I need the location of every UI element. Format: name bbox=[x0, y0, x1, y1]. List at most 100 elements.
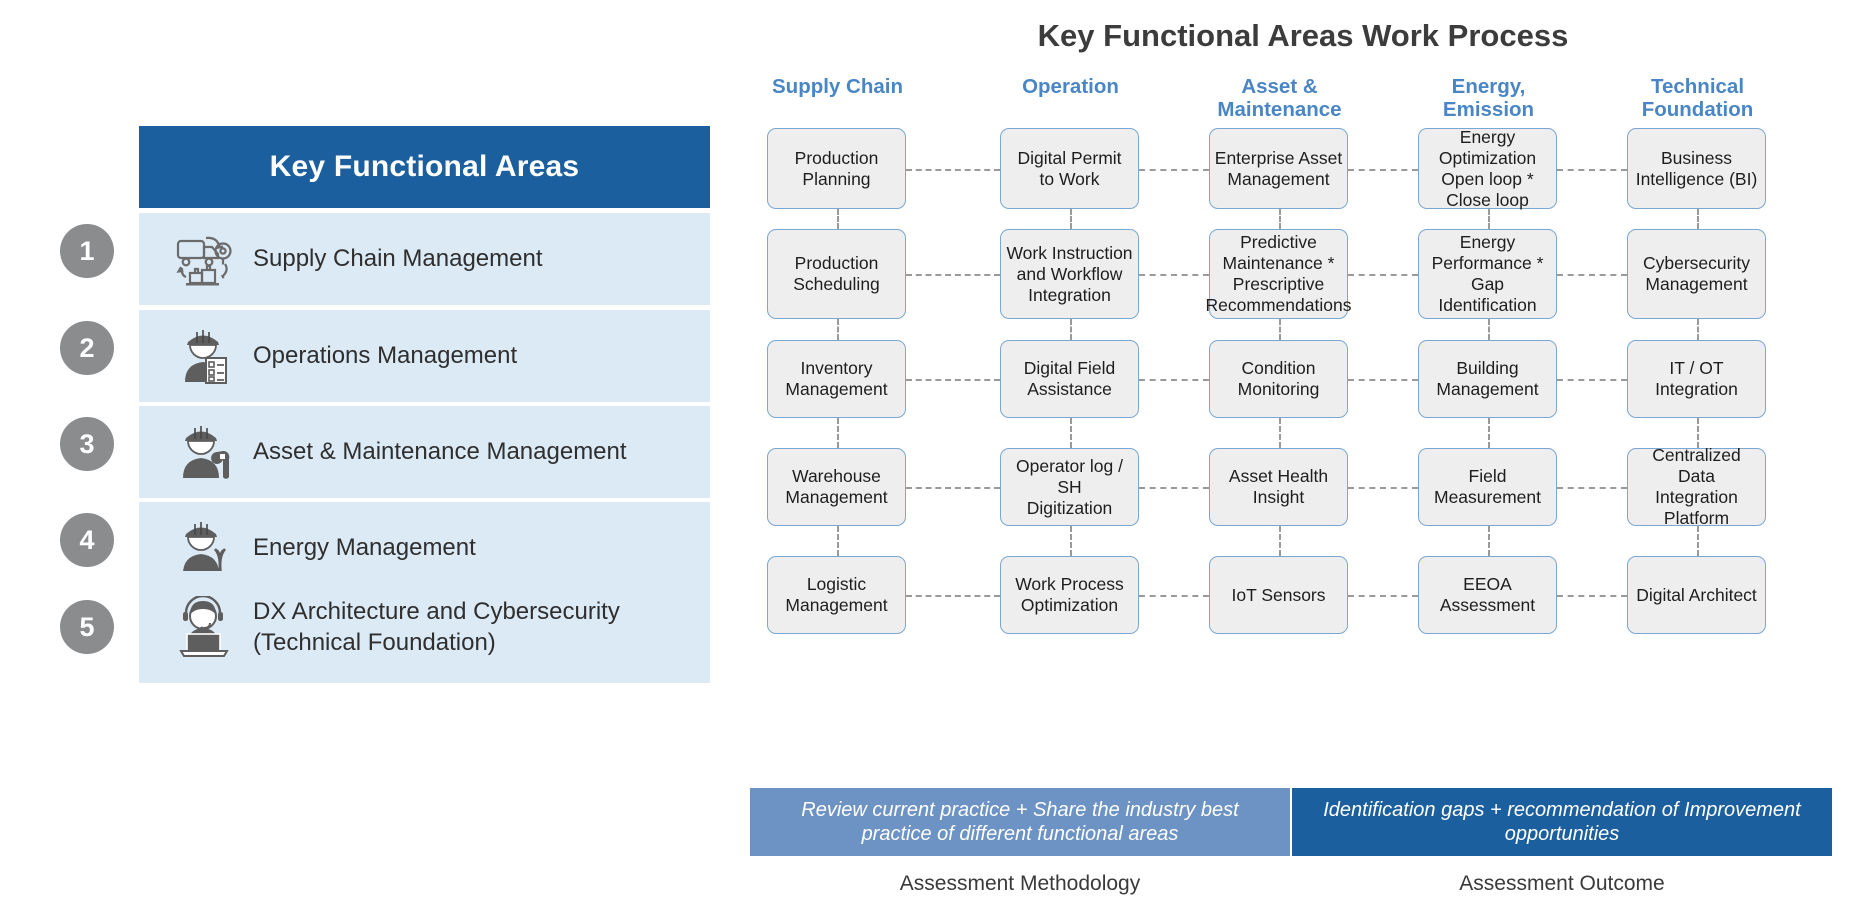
column-header-1: Supply Chain bbox=[772, 75, 903, 98]
column-header-2: Operation bbox=[1022, 75, 1119, 98]
worker-checklist-icon bbox=[161, 325, 247, 387]
assessment-outcome-caption: Assessment Outcome bbox=[1459, 872, 1665, 895]
connector-horizontal bbox=[1557, 595, 1627, 597]
connector-horizontal bbox=[1139, 487, 1209, 489]
item-number-badge-4: 4 bbox=[60, 513, 114, 567]
connector-vertical bbox=[1069, 319, 1072, 340]
connector-horizontal bbox=[1139, 274, 1209, 276]
item-number-badge-5: 5 bbox=[60, 600, 114, 654]
connector-horizontal bbox=[1557, 168, 1627, 171]
connector-vertical bbox=[1069, 526, 1072, 556]
connector-horizontal bbox=[1139, 595, 1209, 597]
panel-header: Key Functional Areas bbox=[139, 126, 710, 208]
process-node-label: IoT Sensors bbox=[1231, 584, 1326, 605]
process-node-label: Digital Architect bbox=[1636, 584, 1757, 605]
connector-vertical bbox=[1487, 526, 1490, 556]
connector-vertical bbox=[1278, 209, 1281, 229]
connector-horizontal bbox=[1348, 168, 1418, 171]
connector-vertical bbox=[1069, 418, 1072, 448]
process-node-c5-r5[interactable]: Digital Architect bbox=[1627, 556, 1766, 634]
column-header-4: Energy, Emission bbox=[1442, 75, 1535, 121]
sidebar-item-sublabel-5: (Technical Foundation) bbox=[253, 629, 496, 656]
connector-vertical bbox=[1487, 319, 1490, 340]
sidebar-item-label-2: Operations Management bbox=[253, 342, 518, 370]
connector-vertical bbox=[1487, 418, 1490, 448]
worker-wrench-icon bbox=[161, 421, 247, 483]
sidebar-item-supply-chain-management[interactable]: Supply Chain Management bbox=[139, 213, 710, 305]
connector-vertical bbox=[836, 319, 839, 340]
connector-horizontal bbox=[906, 595, 1000, 597]
process-node-c3-r5[interactable]: IoT Sensors bbox=[1209, 556, 1348, 634]
sidebar-item-label-5: DX Architecture and Cybersecurity bbox=[253, 597, 620, 625]
connector-horizontal bbox=[1348, 274, 1418, 276]
connector-vertical bbox=[1696, 526, 1699, 556]
truck-delivery-icon bbox=[161, 231, 247, 287]
connector-horizontal bbox=[1557, 379, 1627, 381]
connector-horizontal bbox=[906, 379, 1000, 381]
connector-horizontal bbox=[1348, 595, 1418, 597]
assessment-methodology-banner: Review current practice + Share the indu… bbox=[750, 788, 1290, 856]
connector-vertical bbox=[836, 209, 839, 229]
connector-vertical bbox=[1069, 209, 1072, 229]
connector-horizontal bbox=[1139, 379, 1209, 381]
connector-vertical bbox=[1696, 319, 1699, 340]
page-title: Key Functional Areas Work Process bbox=[1037, 18, 1569, 53]
connector-horizontal bbox=[906, 487, 1000, 489]
connector-vertical bbox=[836, 418, 839, 448]
connector-vertical bbox=[836, 526, 839, 556]
item-number-badge-1: 1 bbox=[60, 224, 114, 278]
assessment-methodology-caption: Assessment Methodology bbox=[899, 872, 1141, 895]
sidebar-item-operations-management[interactable]: Operations Management bbox=[139, 310, 710, 402]
sidebar-item-label-4: Energy Management bbox=[253, 534, 476, 562]
key-functional-areas-panel: Key Functional Areas 1 Supply Chain Mana… bbox=[0, 0, 740, 924]
sidebar-item-dx-architecture-cybersecurity[interactable]: DX Architecture and Cybersecurity (Techn… bbox=[139, 571, 710, 683]
connector-vertical bbox=[1278, 319, 1281, 340]
connector-vertical bbox=[1696, 418, 1699, 448]
connector-vertical bbox=[1278, 526, 1281, 556]
sidebar-item-label-3: Asset & Maintenance Management bbox=[253, 438, 627, 466]
connector-vertical bbox=[1696, 209, 1699, 229]
connector-horizontal bbox=[1557, 487, 1627, 489]
sidebar-item-asset-maintenance-management[interactable]: Asset & Maintenance Management bbox=[139, 406, 710, 498]
connector-horizontal bbox=[906, 274, 1000, 276]
item-number-badge-2: 2 bbox=[60, 321, 114, 375]
item-number-badge-3: 3 bbox=[60, 417, 114, 471]
